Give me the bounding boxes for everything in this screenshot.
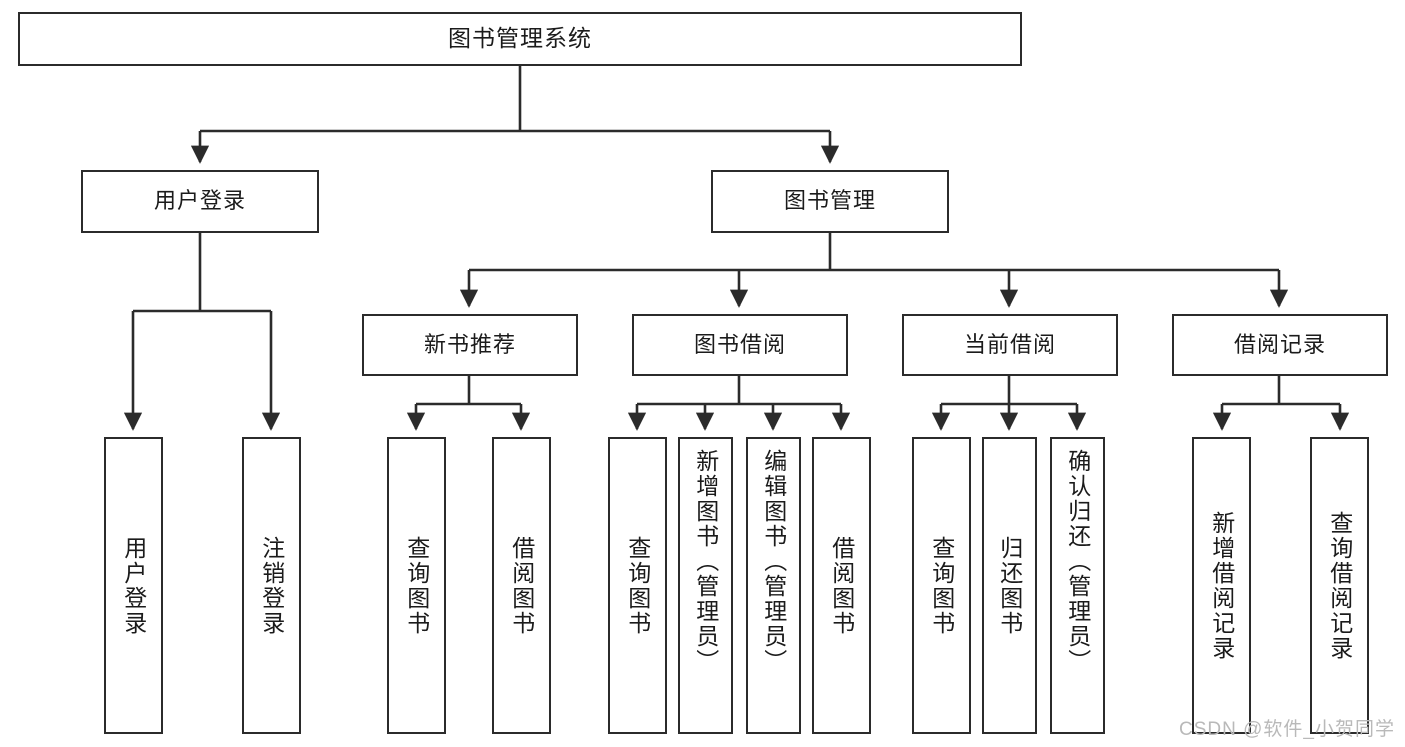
node-root-system-label: 图书管理系统 xyxy=(448,25,592,52)
leaf-current-borrow-2[interactable]: 归还图书 xyxy=(982,437,1037,734)
leaf-new-book-rec-1[interactable]: 查询图书 xyxy=(387,437,446,734)
node-current-borrow[interactable]: 当前借阅 xyxy=(902,314,1118,376)
node-root-system[interactable]: 图书管理系统 xyxy=(18,12,1022,66)
node-book-borrow[interactable]: 图书借阅 xyxy=(632,314,848,376)
node-book-borrow-label: 图书借阅 xyxy=(693,331,786,357)
node-borrow-record[interactable]: 借阅记录 xyxy=(1172,314,1388,376)
leaf-current-borrow-1[interactable]: 查询图书 xyxy=(912,437,971,734)
leaf-borrow-record-2-label: 查询借阅记录 xyxy=(1326,510,1353,661)
node-current-borrow-label: 当前借阅 xyxy=(963,331,1056,357)
leaf-book-borrow-4[interactable]: 借阅图书 xyxy=(812,437,871,734)
leaf-user-login-1-label: 用户登录 xyxy=(120,535,147,636)
leaf-current-borrow-3[interactable]: 确认归还（管理员） xyxy=(1050,437,1105,734)
leaf-borrow-record-1-label: 新增借阅记录 xyxy=(1208,510,1235,661)
node-user-login[interactable]: 用户登录 xyxy=(81,170,319,233)
node-book-manage[interactable]: 图书管理 xyxy=(711,170,949,233)
leaf-book-borrow-1-label: 查询图书 xyxy=(624,535,651,636)
leaf-user-login-2-label: 注销登录 xyxy=(258,535,285,636)
leaf-book-borrow-2[interactable]: 新增图书（管理员） xyxy=(678,437,733,734)
leaf-book-borrow-4-label: 借阅图书 xyxy=(828,535,855,636)
leaf-user-login-1[interactable]: 用户登录 xyxy=(104,437,163,734)
leaf-book-borrow-2-label: 新增图书（管理员） xyxy=(692,449,719,674)
node-borrow-record-label: 借阅记录 xyxy=(1233,331,1326,357)
leaf-book-borrow-1[interactable]: 查询图书 xyxy=(608,437,667,734)
leaf-new-book-rec-1-label: 查询图书 xyxy=(403,535,430,636)
leaf-current-borrow-2-label: 归还图书 xyxy=(996,535,1023,636)
leaf-new-book-rec-2[interactable]: 借阅图书 xyxy=(492,437,551,734)
leaf-book-borrow-3-label: 编辑图书（管理员） xyxy=(760,449,787,674)
node-new-book-rec[interactable]: 新书推荐 xyxy=(362,314,578,376)
node-new-book-rec-label: 新书推荐 xyxy=(423,331,516,357)
node-user-login-label: 用户登录 xyxy=(153,188,246,214)
leaf-borrow-record-1[interactable]: 新增借阅记录 xyxy=(1192,437,1251,734)
leaf-borrow-record-2[interactable]: 查询借阅记录 xyxy=(1310,437,1369,734)
leaf-user-login-2[interactable]: 注销登录 xyxy=(242,437,301,734)
leaf-current-borrow-1-label: 查询图书 xyxy=(928,535,955,636)
leaf-new-book-rec-2-label: 借阅图书 xyxy=(508,535,535,636)
leaf-book-borrow-3[interactable]: 编辑图书（管理员） xyxy=(746,437,801,734)
node-book-manage-label: 图书管理 xyxy=(783,188,876,214)
leaf-current-borrow-3-label: 确认归还（管理员） xyxy=(1064,449,1091,674)
